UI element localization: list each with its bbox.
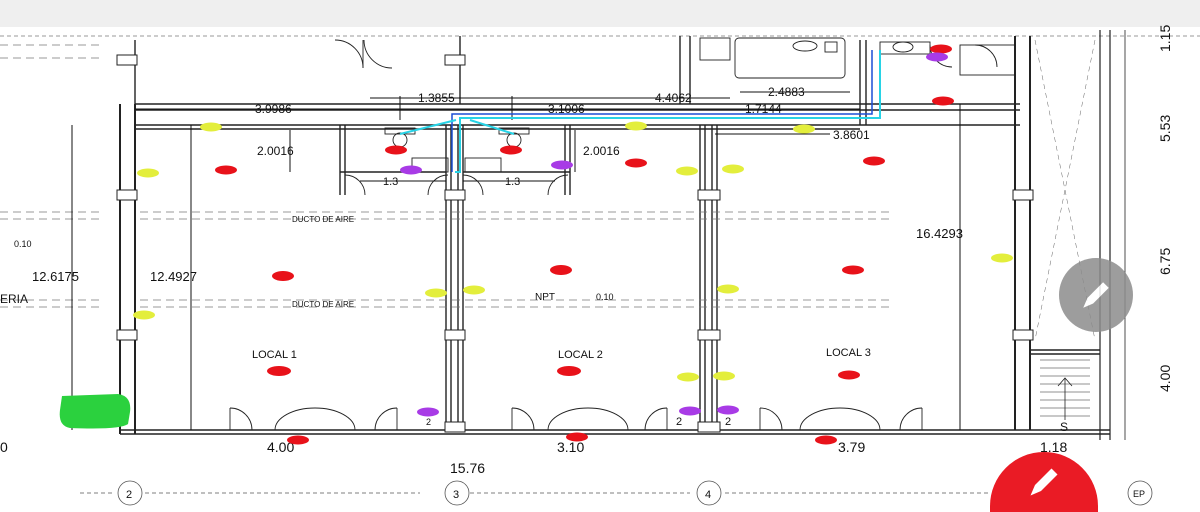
purple-markers [400, 52, 948, 417]
dim-inner-1: 2.0016 [257, 144, 294, 158]
local-3-label: LOCAL 3 [826, 347, 871, 359]
red-markers [215, 44, 954, 445]
axis-label-3: 3 [453, 489, 459, 501]
npt-label: NPT [535, 292, 555, 303]
right-dim-3: 6.75 [1157, 248, 1173, 275]
ducto-label-1: DUCTO DE AIRE [292, 215, 354, 224]
pencil-icon [1030, 468, 1058, 496]
marker-count-2: 2 [676, 416, 682, 428]
local-1-label: LOCAL 1 [252, 349, 297, 361]
dim-inner-4: 1.3 [505, 176, 520, 188]
dim-inner-2: 2.0016 [583, 144, 620, 158]
axis-label-4: 4 [705, 489, 711, 501]
marker-count-1: 2 [426, 417, 431, 427]
dim-top-7: 3.8601 [833, 128, 870, 142]
dim-top-5: 1.7144 [745, 102, 782, 116]
dim-top-4: 4.4062 [655, 91, 692, 105]
bottom-dim-2: 3.10 [557, 439, 584, 455]
columns [116, 54, 1034, 433]
green-highlight [59, 394, 131, 429]
dim-inner-3: 1.3 [383, 176, 398, 188]
top-bar [0, 0, 1200, 27]
dim-top-2: 1.3855 [418, 91, 455, 105]
right-dim-2: 5.53 [1157, 115, 1173, 142]
total-width: 15.76 [450, 460, 485, 476]
dim-vertical-1: 12.6175 [32, 269, 79, 284]
dim-vertical-2: 12.4927 [150, 269, 197, 284]
left-level-value: 0.10 [14, 239, 32, 249]
right-dim-1: 1.15 [1157, 25, 1173, 52]
dimension-lines [71, 91, 961, 430]
left-edge-digit: 0 [0, 439, 8, 455]
dim-vertical-3: 16.4293 [916, 226, 963, 241]
dim-top-3: 3.1006 [548, 102, 585, 116]
axis-label-ep: EP [1133, 489, 1145, 499]
dimension-texts: 3.9986 1.3855 3.1006 4.4062 1.7144 2.488… [0, 25, 1173, 476]
marker-count-3: 2 [725, 416, 731, 428]
right-dim-4: 4.00 [1157, 365, 1173, 392]
stair-label: S [1060, 420, 1068, 434]
pipes [399, 50, 881, 173]
edit-fab-grey[interactable] [1059, 258, 1133, 332]
dim-top-1: 3.9986 [255, 102, 292, 116]
bottom-dim-4: 1.18 [1040, 439, 1067, 455]
axis-label-2: 2 [126, 489, 132, 501]
pencil-icon [1083, 282, 1109, 308]
yellow-markers [133, 121, 1013, 382]
duct-lines [0, 44, 890, 308]
local-2-label: LOCAL 2 [558, 349, 603, 361]
axis-labels: 2 3 4 EP [126, 489, 1145, 501]
doors [229, 39, 998, 431]
bottom-dim-3: 3.79 [838, 439, 865, 455]
left-partial-text: ERIA [0, 292, 28, 306]
level-value: 0.10 [596, 292, 614, 302]
ducto-label-2: DUCTO DE AIRE [292, 300, 354, 309]
walls [0, 30, 1200, 440]
bottom-dim-1: 4.00 [267, 439, 294, 455]
dim-top-6: 2.4883 [768, 85, 805, 99]
axis-markers [80, 480, 1153, 506]
